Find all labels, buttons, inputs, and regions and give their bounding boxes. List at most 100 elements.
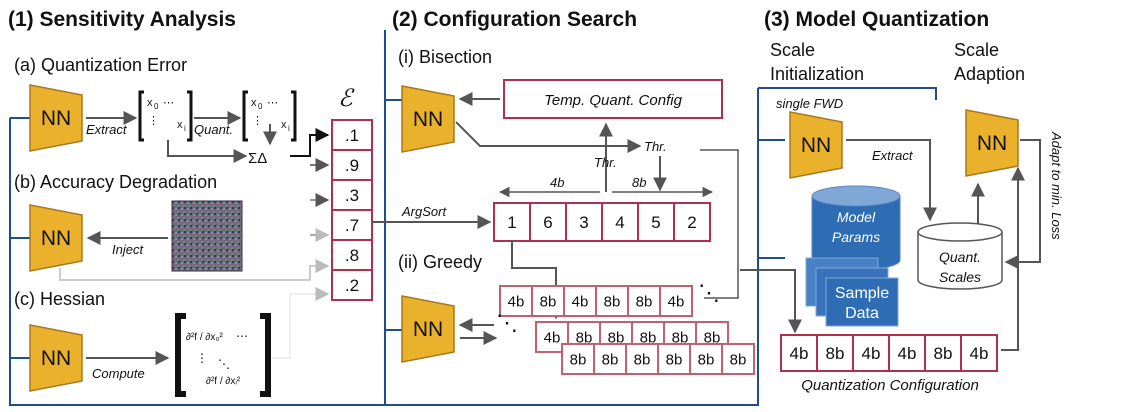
order-label: 6: [543, 213, 552, 232]
greedy-row1-label: 8b: [604, 293, 621, 310]
svg-text:⋮: ⋮: [196, 351, 208, 365]
label-4b: 4b: [550, 175, 564, 190]
svg-text:x: x: [281, 119, 287, 131]
greedy-row2-label: 8b: [608, 329, 625, 346]
quant-label: Quant.: [194, 122, 233, 137]
nn-trapezoid-icon: [29, 324, 83, 392]
nn-label: NN: [41, 107, 71, 130]
section-frames: [9, 30, 937, 406]
nn-trapezoid-icon: [965, 109, 1019, 177]
sensitivity-value: .1: [345, 126, 359, 145]
final-config-label: 4b: [898, 344, 917, 363]
quant-scales-cylinder: Quant. Scales: [917, 222, 1003, 290]
order-cell: [529, 202, 567, 242]
nn-label: NN: [801, 134, 831, 157]
final-config-label: Quantization Configuration: [801, 377, 979, 394]
greedy-row3-cell: [657, 343, 691, 375]
noise-image: [171, 200, 243, 272]
svg-text:i: i: [288, 124, 290, 133]
greedy-row1-cell: [595, 285, 629, 317]
extract-label-2: Extract: [872, 148, 914, 163]
order-label: 4: [615, 213, 624, 232]
inject-label: Inject: [112, 242, 144, 257]
thr-label-left: Thr.: [594, 155, 617, 170]
greedy-row3-cell: [721, 343, 755, 375]
sum-delta-label: ΣΔ: [248, 150, 267, 167]
svg-text:Scales: Scales: [939, 269, 981, 285]
nn-label: NN: [41, 347, 71, 370]
quant-frame-top: [758, 87, 937, 100]
sensitivity-value: .9: [345, 156, 359, 175]
svg-text:Sample: Sample: [835, 285, 889, 302]
label-8b: 8b: [632, 175, 646, 190]
accuracy-degradation-label: (b) Accuracy Degradation: [14, 172, 217, 192]
svg-text:∂²f / ∂xᵢ²: ∂²f / ∂xᵢ²: [206, 376, 241, 387]
svg-text:Params: Params: [832, 229, 880, 245]
nn-block-b: NN: [29, 204, 83, 272]
svg-text:Data: Data: [845, 305, 879, 322]
greedy-row3-label: 8b: [570, 351, 587, 368]
final-config-cell: [888, 334, 926, 372]
nn-trapezoid-icon: [29, 204, 83, 272]
greedy-row1-label: 4b: [572, 293, 589, 310]
sensitivity-cell: [331, 119, 373, 151]
argsort-label: ArgSort: [401, 204, 447, 219]
thr-label-right: Thr.: [644, 139, 667, 154]
order-cell: [601, 202, 639, 242]
svg-text:x: x: [147, 97, 153, 109]
quant-error-label: (a) Quantization Error: [14, 55, 187, 75]
temp-config-label: Temp. Quant. Config: [544, 92, 683, 109]
greedy-ellipsis-right: ⋱: [698, 280, 720, 305]
svg-text:x: x: [177, 119, 183, 131]
nn-block-greedy: NN: [401, 295, 455, 363]
config-frame: [385, 88, 759, 406]
svg-text:Model: Model: [837, 209, 876, 225]
svg-text:i: i: [184, 124, 186, 133]
svg-text:⋯: ⋯: [236, 329, 248, 343]
order-label: 2: [687, 213, 696, 232]
single-fwd-label: single FWD: [776, 96, 843, 111]
epsilon-symbol: ℰ: [338, 85, 355, 112]
greedy-row1-cell: [499, 285, 533, 317]
greedy-label: (ii) Greedy: [398, 252, 482, 272]
order-cell: [673, 202, 711, 242]
svg-text:Quant.: Quant.: [939, 249, 981, 265]
nn-block-c: NN: [29, 324, 83, 392]
hessian-matrix: [175, 313, 271, 397]
scale-adapt-line1: Scale: [954, 40, 999, 60]
nn-trapezoid-icon: [29, 84, 83, 152]
quantized-matrix: [242, 90, 297, 142]
final-config-cell: [816, 334, 854, 372]
sensitivity-value: .7: [345, 216, 359, 235]
nn-block-init: NN: [789, 111, 843, 179]
greedy-row3-label: 8b: [602, 351, 619, 368]
final-config-cell: [780, 334, 818, 372]
sensitivity-column: .1.9.3.7.8.2: [331, 119, 373, 301]
order-cell: [637, 202, 675, 242]
sensitivity-title: (1) Sensitivity Analysis: [8, 8, 236, 31]
sensitivity-cell: [331, 149, 373, 181]
scale-init-line1: Scale: [770, 40, 815, 60]
svg-text:⋯: ⋯: [267, 97, 278, 109]
sensitivity-cell: [331, 179, 373, 211]
svg-text:⋱: ⋱: [218, 357, 230, 371]
config-title: (2) Configuration Search: [392, 8, 637, 31]
greedy-row3-cell: [625, 343, 659, 375]
sensitivity-value: .2: [345, 276, 359, 295]
final-config-label: 8b: [826, 344, 845, 363]
svg-text:0: 0: [258, 102, 263, 111]
nn-trapezoid-icon: [401, 85, 455, 153]
greedy-row1-label: 4b: [508, 293, 525, 310]
activation-matrix: [138, 90, 193, 142]
svg-text:x: x: [251, 97, 257, 109]
order-label: 3: [579, 213, 588, 232]
quant-title: (3) Model Quantization: [764, 8, 989, 31]
nn-label: NN: [977, 132, 1007, 155]
svg-text:⋮: ⋮: [148, 115, 159, 127]
scale-init-line2: Initialization: [770, 64, 864, 84]
greedy-row2-label: 4b: [544, 329, 561, 346]
